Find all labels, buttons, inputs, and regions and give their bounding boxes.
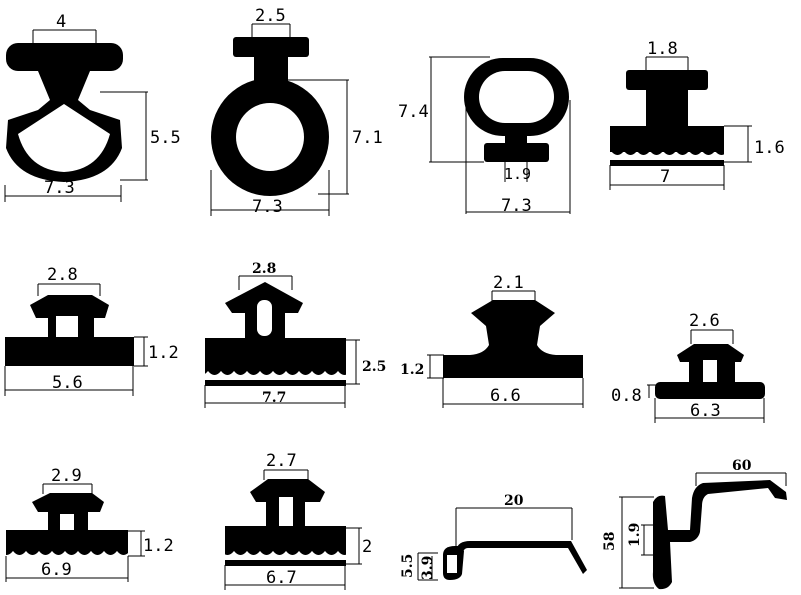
profile-9: 2.9 1.2 6.9 — [5, 466, 174, 582]
profile-11-height-label: 5.5 — [400, 554, 416, 578]
profile-12-height-label: 58 — [602, 532, 618, 551]
profile-1-height-label: 5.5 — [150, 128, 181, 148]
profile-6-top-label: 2.8 — [252, 261, 276, 277]
profile-2-dimensions — [210, 23, 349, 216]
profile-2-shape — [211, 37, 329, 196]
profile-8-shape — [655, 344, 765, 399]
profile-7-shape — [443, 300, 583, 378]
profile-8-top-label: 2.6 — [689, 311, 720, 331]
profile-11-top-label: 20 — [504, 493, 524, 509]
profile-8-width-label: 6.3 — [690, 401, 721, 421]
profile-7-height-label: 1.2 — [400, 362, 424, 378]
profile-5-top-label: 2.8 — [47, 265, 78, 285]
profile-12-inner-label: 1.9 — [627, 523, 643, 547]
profile-4-dimensions — [609, 56, 752, 190]
profile-1-dimensions — [4, 29, 148, 202]
profile-9-top-label: 2.9 — [51, 466, 82, 486]
profile-10: 2.7 2 6.7 — [224, 451, 372, 590]
profile-5-dimensions — [4, 283, 148, 396]
profile-4: 1.8 1.6 7 — [609, 39, 785, 190]
profile-5: 2.8 1.2 5.6 — [4, 265, 179, 396]
profile-5-width-label: 5.6 — [52, 373, 83, 393]
profile-9-shape — [6, 493, 128, 556]
profile-7-top-label: 2.1 — [493, 273, 524, 293]
profile-9-height-label: 1.2 — [143, 536, 174, 556]
profile-6-shape — [205, 282, 346, 386]
profile-10-height-label: 2 — [362, 537, 372, 557]
profile-6-width-label: 7.7 — [262, 390, 286, 406]
profile-10-width-label: 6.7 — [266, 568, 297, 588]
profile-4-top-label: 1.8 — [647, 39, 678, 59]
profile-1: 4 5.5 7.3 — [4, 12, 181, 202]
profile-4-height-label: 1.6 — [754, 138, 785, 158]
profile-12-shape — [652, 480, 787, 590]
profile-6-dimensions — [204, 275, 360, 408]
profile-2-top-label: 2.5 — [255, 6, 286, 26]
profile-9-dimensions — [5, 483, 145, 582]
profile-9-width-label: 6.9 — [41, 560, 72, 580]
profile-4-width-label: 7 — [660, 167, 670, 187]
profile-12: 60 58 1.9 — [602, 458, 787, 590]
profile-3: 7.4 1.9 7.3 — [398, 56, 571, 216]
profile-3-neck-label: 1.9 — [504, 165, 531, 183]
profile-11-inner-label: 3.9 — [420, 556, 436, 580]
profile-1-top-label: 4 — [56, 12, 66, 32]
profile-11: 20 5.5 3.9 — [400, 493, 587, 581]
profile-10-dimensions — [224, 469, 362, 590]
profile-11-shape — [443, 541, 587, 580]
profile-7-width-label: 6.6 — [490, 386, 521, 406]
profile-10-top-label: 2.7 — [266, 451, 297, 471]
profile-8: 2.6 0.8 6.3 — [611, 311, 765, 423]
profile-1-shape — [6, 43, 123, 182]
profile-5-height-label: 1.2 — [148, 343, 179, 363]
profile-3-shape — [464, 58, 569, 162]
profile-11-dimensions — [417, 507, 573, 581]
profile-12-dimensions — [619, 472, 787, 589]
profile-2-height-label: 7.1 — [352, 128, 383, 148]
profile-1-width-label: 7.3 — [44, 178, 75, 198]
profile-2: 2.5 7.1 7.3 — [210, 6, 383, 217]
profile-3-height-label: 7.4 — [398, 102, 429, 122]
profile-6-height-label: 2.5 — [362, 359, 386, 375]
profile-5-shape — [5, 295, 134, 366]
profile-8-dimensions — [647, 329, 765, 423]
profile-8-height-label: 0.8 — [611, 386, 642, 406]
profile-6: 2.8 2.5 7.7 — [204, 261, 386, 408]
profile-12-top-label: 60 — [732, 458, 752, 474]
profile-3-dimensions — [429, 56, 571, 214]
profile-2-width-label: 7.3 — [252, 197, 283, 217]
profile-3-width-label: 7.3 — [501, 196, 532, 216]
profile-10-shape — [225, 479, 346, 566]
profile-4-shape — [610, 70, 724, 166]
profile-7: 2.1 1.2 6.6 — [400, 273, 584, 408]
profile-7-dimensions — [427, 290, 584, 408]
